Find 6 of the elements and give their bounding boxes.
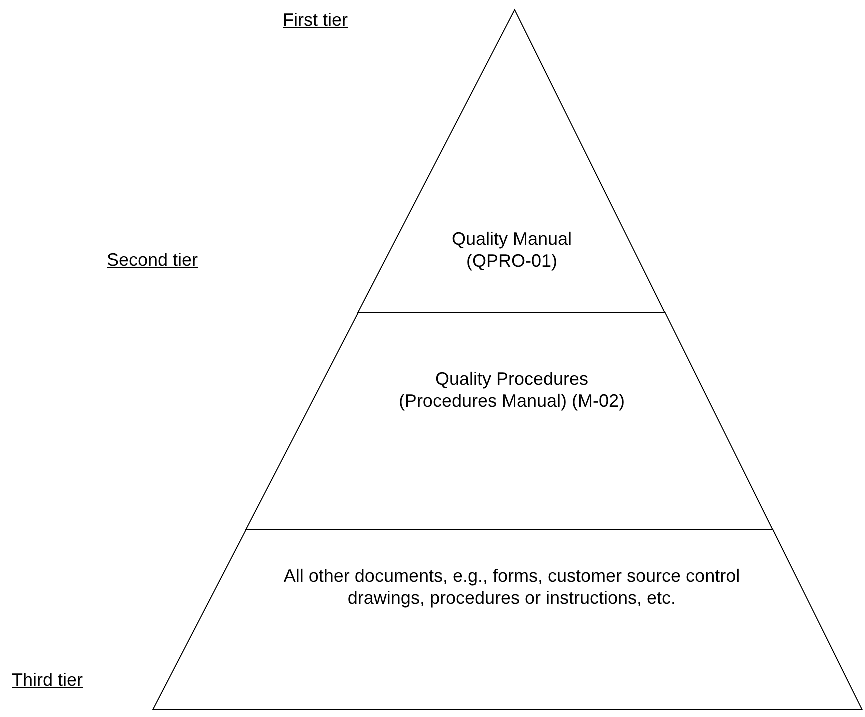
tier-text: All other documents, e.g., forms, customer source control drawings, procedures or instructions, etc. [282, 565, 742, 609]
tier-text: Quality Procedures (Procedures Manual) (M-02) [398, 368, 626, 412]
tier-label: Second tier [107, 250, 198, 271]
tier-text: Quality Manual (QPRO-01) [450, 228, 574, 272]
tier-label: First tier [283, 10, 348, 31]
tier-label: Third tier [12, 670, 84, 691]
